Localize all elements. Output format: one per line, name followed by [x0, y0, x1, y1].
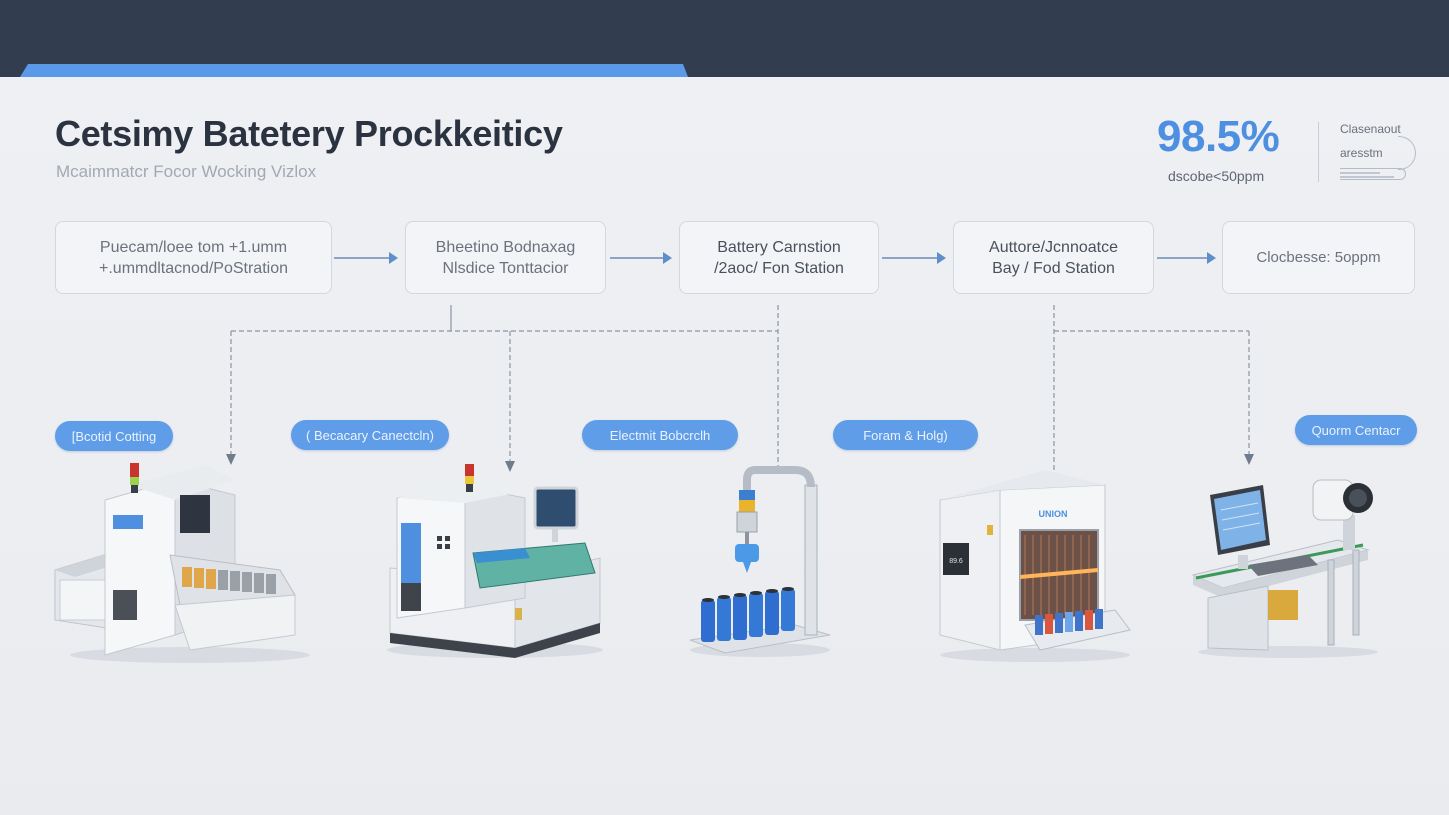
monitor-icon: [533, 486, 579, 530]
connection-machine-illustration: [387, 464, 603, 658]
oven-panel-text: 89.6: [949, 558, 963, 565]
step-1-line2: +.ummdltacnod/PoStration: [99, 259, 288, 277]
kpi-side-panel: Clasenaout aresstm: [1338, 122, 1418, 184]
step-5-line1: Clocbesse: 5oppm: [1256, 249, 1381, 266]
signal-light-red: [130, 463, 139, 477]
monitor-icon: [1214, 490, 1266, 550]
step-3-line2: /2aoc/ Fon Station: [714, 259, 844, 277]
step-2-line2: Nlsdice Tonttacior: [442, 259, 569, 277]
heating-element: [1019, 568, 1099, 579]
process-step-4[interactable]: Auttore/Jcnnoatce Bay / Fod Station: [953, 221, 1154, 294]
step-1-line1: Puecam/loee tom +1.umm: [99, 238, 288, 256]
electrolyte-filler-illustration: [689, 466, 831, 657]
kpi-divider: [1318, 122, 1319, 182]
inspection-station-illustration: [1191, 479, 1378, 658]
page-title: Cetsimy Batetery Prockkeiticy: [55, 113, 563, 154]
step-4-line2: Bay / Fod Station: [992, 259, 1115, 277]
page-subtitle: Mcaimmatcr Focor Wocking Vizlox: [56, 162, 317, 181]
battery-tray: [1035, 609, 1103, 635]
control-panel: [943, 543, 969, 575]
process-step-3[interactable]: Battery Carnstion /2aoc/ Fon Station: [679, 221, 879, 294]
blue-panel: [113, 515, 143, 529]
station-pill-4[interactable]: Foram & Holg): [833, 420, 978, 450]
blue-panel: [401, 523, 421, 583]
process-step-1[interactable]: Puecam/loee tom +1.umm +.ummdltacnod/PoS…: [55, 221, 332, 294]
kpi-caption: dscobe<50ppm: [1168, 168, 1265, 184]
kpi-yield-value: 98.5%: [1157, 112, 1280, 161]
cutting-machine-illustration: [54, 463, 310, 663]
filler-nozzle: [735, 544, 759, 562]
signal-light-green: [130, 477, 139, 485]
battery-cells: [182, 567, 276, 594]
station-pill-2[interactable]: ( Becacary Canectcln): [291, 420, 449, 450]
formation-oven-illustration: 89.6 UNION: [939, 470, 1131, 662]
oven-brand-label: UNION: [1039, 509, 1068, 519]
arrowhead-down-5: [1244, 454, 1254, 465]
flow-arrow-1: [334, 252, 398, 264]
station-pill-1[interactable]: [Bcotid Cotting: [55, 421, 173, 451]
step-3-line1: Battery Carnstion: [717, 238, 841, 256]
step-2-line1: Bheetino Bodnaxag: [435, 238, 576, 256]
kpi-side-label: Clasenaout: [1340, 122, 1401, 136]
flow-arrow-2: [610, 252, 672, 264]
bracket-decoration: [1398, 136, 1416, 170]
station-pill-3[interactable]: Electmit Bobcrclh: [582, 420, 738, 450]
process-step-5[interactable]: Clocbesse: 5oppm: [1222, 221, 1415, 294]
battery-cells: [701, 587, 795, 642]
step-4-line1: Auttore/Jcnnoatce: [989, 238, 1118, 256]
flow-arrow-4: [1157, 252, 1216, 264]
flow-arrow-3: [882, 252, 946, 264]
station-pill-5[interactable]: Quorm Centacr: [1295, 415, 1417, 445]
kpi-side-sublabel: aresstm: [1340, 146, 1383, 160]
signal-light-yellow: [465, 476, 474, 484]
process-step-2[interactable]: Bheetino Bodnaxag Nlsdice Tonttacior: [405, 221, 606, 294]
top-banner-accent: [20, 64, 688, 77]
signal-light-red: [465, 464, 474, 476]
mini-progress-icon: [1340, 168, 1406, 180]
